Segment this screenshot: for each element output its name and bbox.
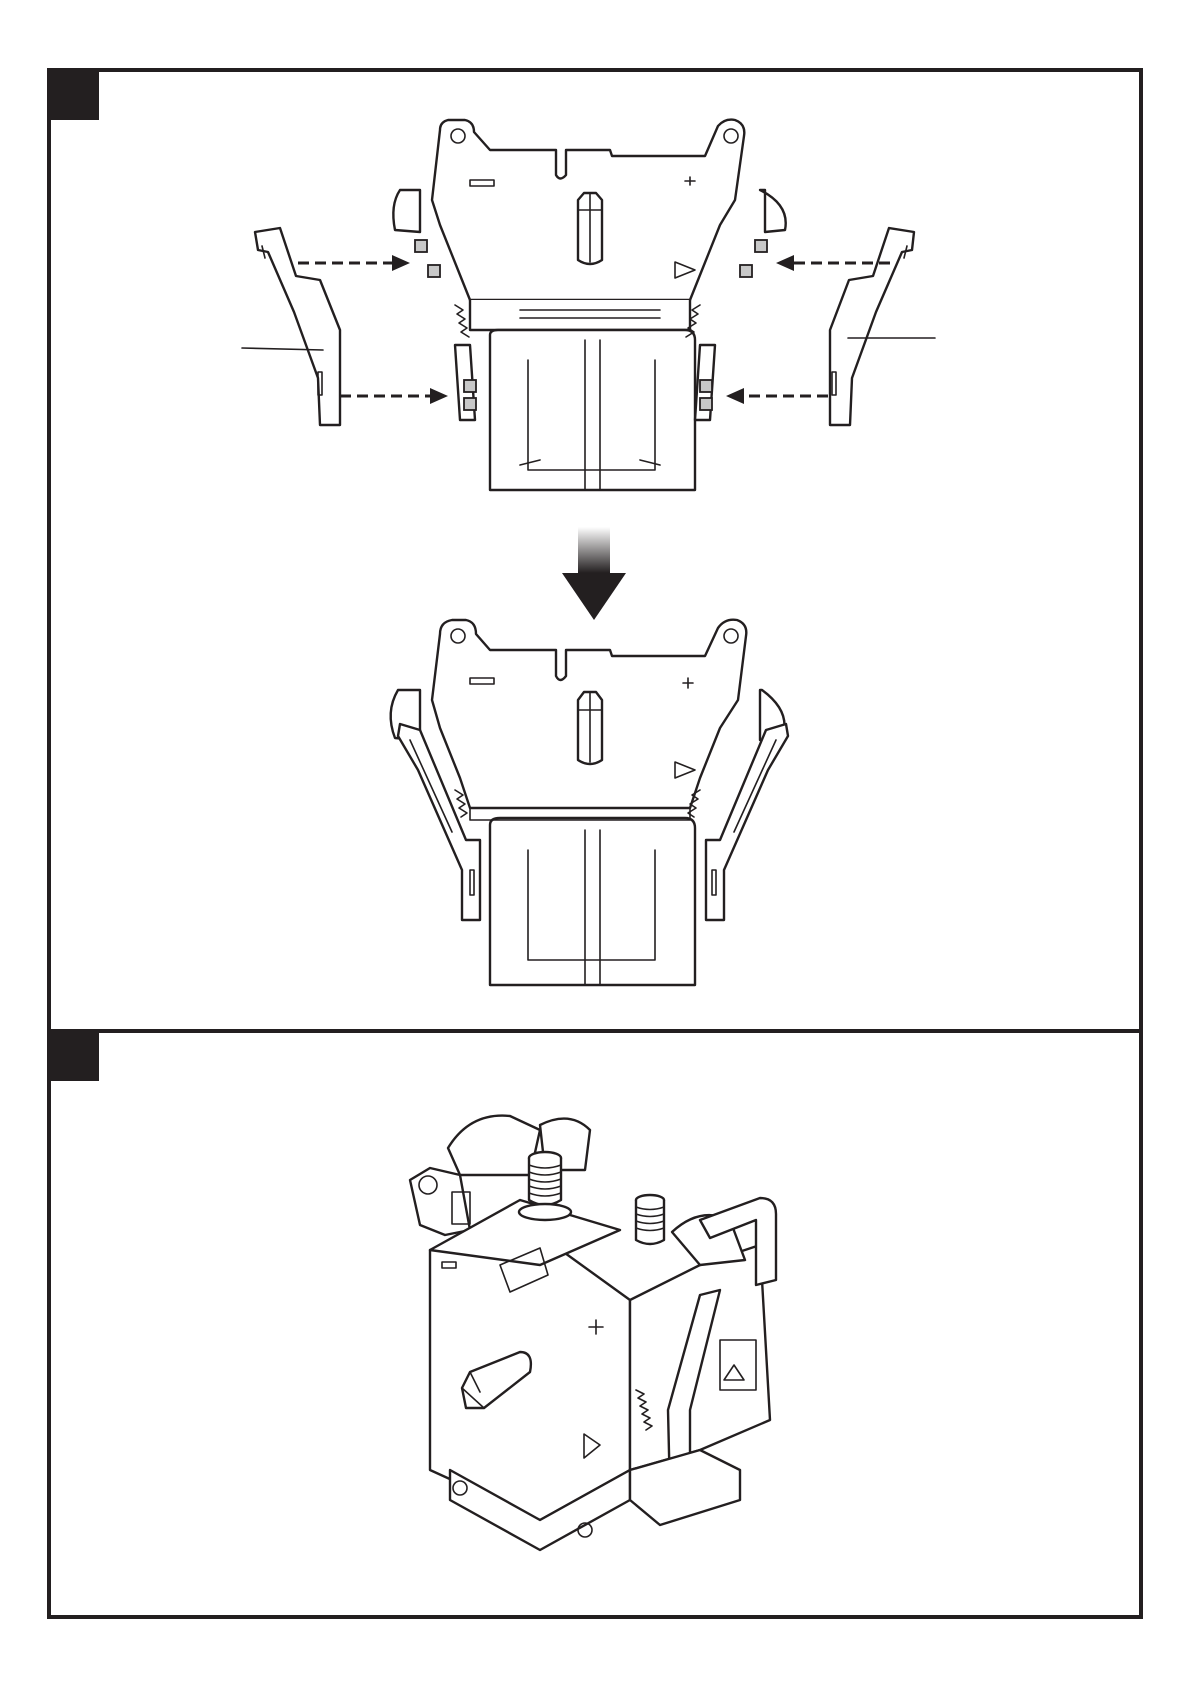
spring-right [636, 1195, 664, 1244]
left-upright [410, 1168, 470, 1235]
